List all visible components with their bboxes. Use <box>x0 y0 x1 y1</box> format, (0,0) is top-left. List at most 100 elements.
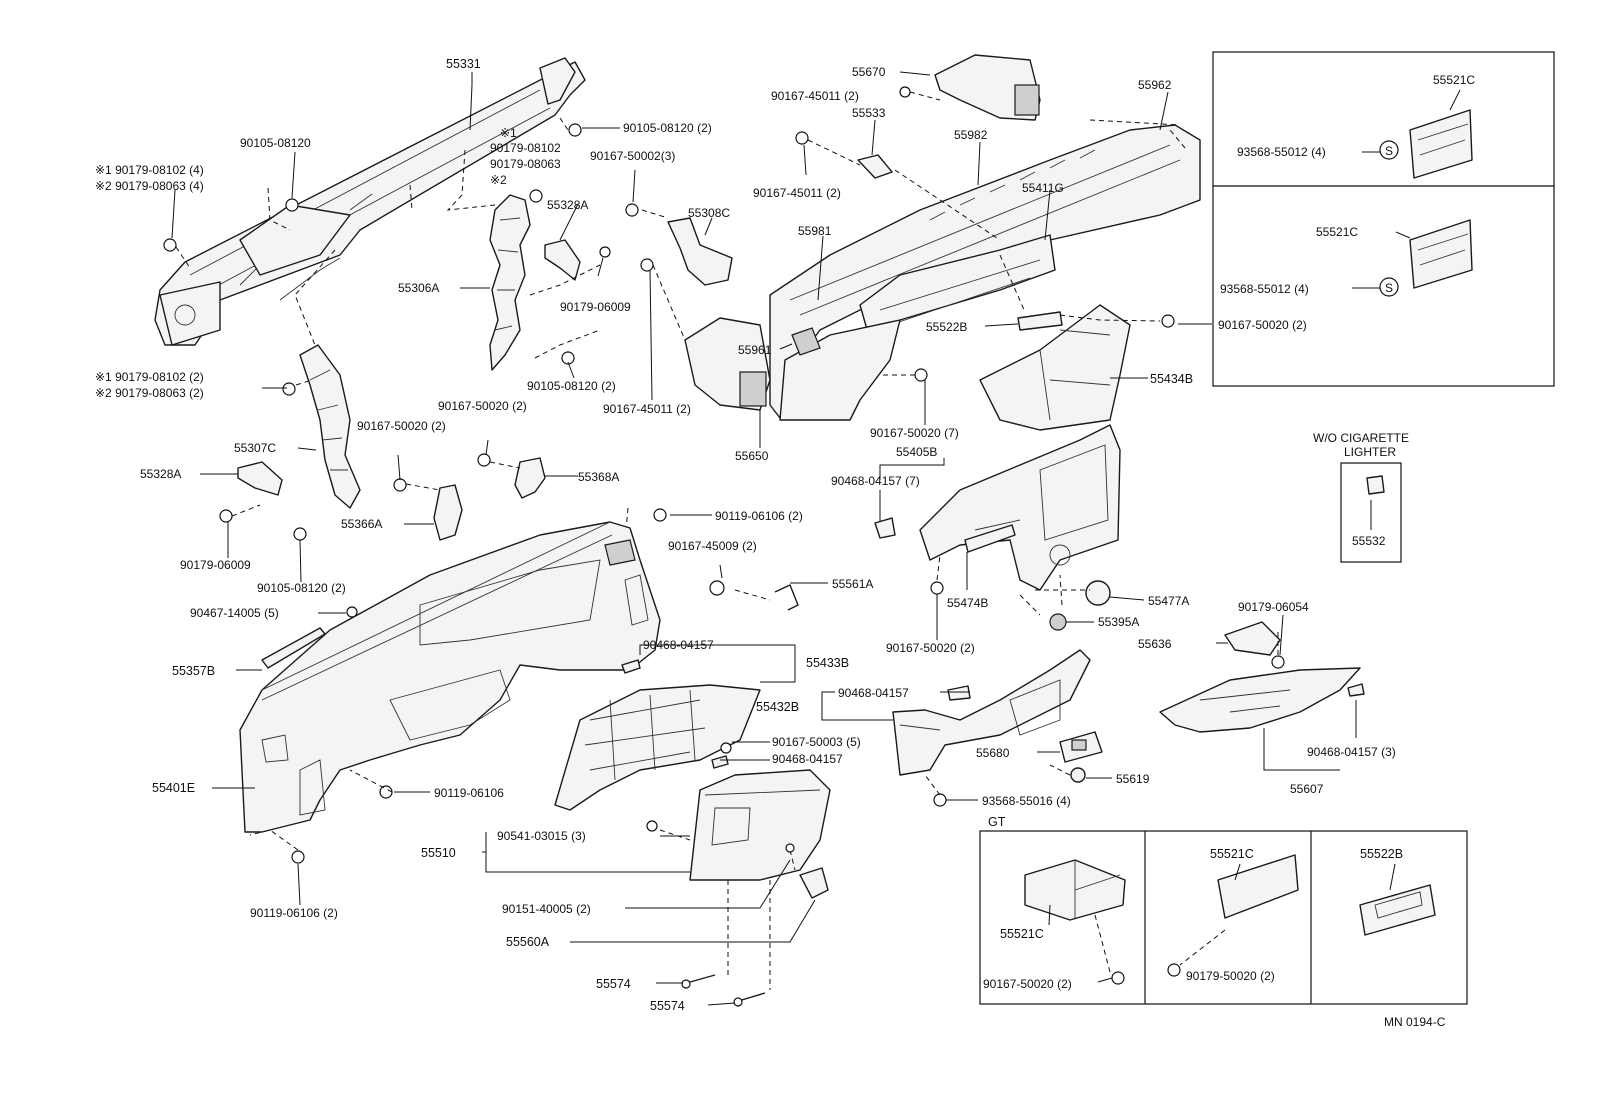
label-90119-06106: 90119-06106 <box>434 786 504 800</box>
grill-55961 <box>791 327 821 356</box>
label-wo-line1: W/O CIGARETTE <box>1313 431 1409 445</box>
label-90541-03015-3: 90541-03015 (3) <box>497 829 586 843</box>
label-55307C: 55307C <box>234 441 276 455</box>
label-55650: 55650 <box>735 449 769 463</box>
fasteners-left <box>163 123 667 864</box>
label-55331: 55331 <box>446 57 481 71</box>
clip-55533 <box>857 154 893 179</box>
nut-90179-06054 <box>1271 655 1285 669</box>
label-55433B: 55433B <box>806 656 849 670</box>
label-mark2: ※2 <box>490 173 507 187</box>
label-55560A: 55560A <box>506 935 550 949</box>
label-90179-08102-4: ※1 90179-08102 (4) <box>95 163 204 177</box>
label-90167-50020-2c: 90167-50020 (2) <box>1218 318 1307 332</box>
upper-panel-55962 <box>769 124 1201 419</box>
lower-panel-55432B <box>892 649 1091 776</box>
latch-55560A <box>799 867 829 899</box>
label-90179-50020-2: 90179-50020 (2) <box>1186 969 1275 983</box>
label-90167-50020-2a: 90167-50020 (2) <box>438 399 527 413</box>
label-90167-50002-3: 90167-50002(3) <box>590 149 675 163</box>
label-90179-06009-left: 90179-06009 <box>180 558 251 572</box>
label-90167-50020-2d: 90167-50020 (2) <box>886 641 975 655</box>
label-90467-14005-5: 90467-14005 (5) <box>190 606 279 620</box>
label-90179-06009-mid: 90179-06009 <box>560 300 631 314</box>
bracket-55636 <box>1224 621 1281 656</box>
label-55521C-box1: 55521C <box>1433 73 1475 87</box>
bracket-55328A-left <box>237 461 283 496</box>
label-55561A: 55561A <box>832 577 873 591</box>
ring-55395A <box>1049 613 1067 631</box>
label-55477A: 55477A <box>1148 594 1189 608</box>
clip-55561A <box>774 584 799 611</box>
label-90151-40005-2: 90151-40005 (2) <box>502 902 591 916</box>
label-55405B: 55405B <box>896 445 937 459</box>
label-90179-08063-4: ※2 90179-08063 (4) <box>95 179 204 193</box>
fasteners-top-center <box>640 86 1175 807</box>
label-90167-50003-5: 90167-50003 (5) <box>772 735 861 749</box>
label-90179-08063: 90179-08063 <box>490 157 561 171</box>
knob-55477A <box>1085 580 1111 606</box>
label-90105-08120-2c: 90105-08120 (2) <box>257 581 346 595</box>
clip-90468-c <box>947 685 971 701</box>
label-55670: 55670 <box>852 65 886 79</box>
leader-lines <box>171 71 1461 1006</box>
label-90167-50020-2e: 90167-50020 (2) <box>983 977 1072 991</box>
bracket-55307C <box>299 344 361 509</box>
assembly-lines-lower-center <box>924 764 1071 796</box>
vent-55670 <box>934 54 1041 121</box>
label-mark1: ※1 <box>500 126 517 140</box>
s-symbol-a: S <box>1385 144 1393 158</box>
label-90179-08102: 90179-08102 <box>490 141 561 155</box>
glove-box-frame-55432B <box>554 684 761 811</box>
label-55982: 55982 <box>954 128 988 142</box>
lower-cover-55607 <box>1159 667 1361 733</box>
label-90167-45011-2b: 90167-45011 (2) <box>753 186 841 200</box>
label-90179-08102-2: ※1 90179-08102 (2) <box>95 370 204 384</box>
label-90167-45009-2: 90167-45009 (2) <box>668 539 757 553</box>
label-90119-06106-2b: 90119-06106 (2) <box>250 906 338 920</box>
label-55366A: 55366A <box>341 517 382 531</box>
stopper-55574-b-head <box>733 997 743 1007</box>
label-55981: 55981 <box>798 224 832 238</box>
glove-box-55510 <box>689 769 831 881</box>
label-55607: 55607 <box>1290 782 1324 796</box>
assembly-lines-glovebox <box>621 580 796 990</box>
label-90468-04157-a: 90468-04157 <box>643 638 714 652</box>
label-90105-08120-2b: 90105-08120 (2) <box>527 379 616 393</box>
label-55308C: 55308C <box>688 206 730 220</box>
wo-lighter-box <box>1340 462 1402 563</box>
label-55961: 55961 <box>738 343 772 357</box>
label-55368A: 55368A <box>578 470 619 484</box>
label-93568-55012-4b: 93568-55012 (4) <box>1220 282 1309 296</box>
assembly-lines-top-center <box>652 91 1186 616</box>
label-90105-08120-2a: 90105-08120 (2) <box>623 121 712 135</box>
reinforcement-55331 <box>154 57 586 346</box>
label-55533: 55533 <box>852 106 886 120</box>
label-55306A: 55306A <box>398 281 439 295</box>
label-55636: 55636 <box>1138 637 1172 651</box>
label-90167-50020-2b: 90167-50020 (2) <box>357 419 446 433</box>
label-90179-08063-2: ※2 90179-08063 (2) <box>95 386 204 400</box>
clip-90468-3 <box>1347 683 1365 697</box>
label-55474B: 55474B <box>947 596 988 610</box>
label-90468-04157-b: 90468-04157 <box>772 752 843 766</box>
s-symbol-b: S <box>1385 281 1393 295</box>
panel-55522B-mid <box>1017 311 1063 331</box>
label-55521C-gt1: 55521C <box>1000 927 1044 941</box>
label-55510: 55510 <box>421 846 456 860</box>
label-93568-55016-4: 93568-55016 (4) <box>982 794 1071 808</box>
label-gt: GT <box>988 815 1006 829</box>
label-90468-04157-7: 90468-04157 (7) <box>831 474 920 488</box>
label-55574-b: 55574 <box>650 999 685 1013</box>
label-55401E: 55401E <box>152 781 195 795</box>
stopper-55574-a-head <box>681 979 691 989</box>
label-55522B-gt: 55522B <box>1360 847 1403 861</box>
top-right-box <box>1212 51 1555 387</box>
label-55328A-left: 55328A <box>140 467 181 481</box>
label-90468-04157-3: 90468-04157 (3) <box>1307 745 1396 759</box>
bracket-55308C <box>667 217 733 286</box>
plug-55619 <box>1070 767 1086 783</box>
lower-center-55405B <box>779 319 901 421</box>
label-55411G: 55411G <box>1022 181 1064 195</box>
